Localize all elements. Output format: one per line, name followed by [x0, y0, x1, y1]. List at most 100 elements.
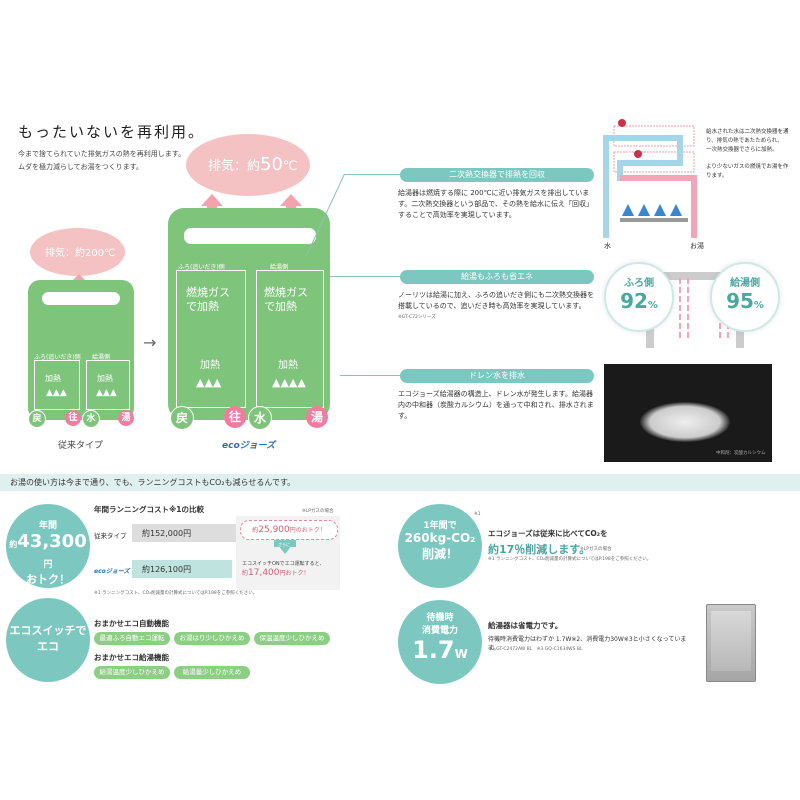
exhaust-prefix: 排気：約 — [208, 159, 261, 174]
bath-side-label-eco: ふろ(追いだき)側 — [178, 264, 225, 271]
savings-footnote: ※1 ランニングコスト、CO₂削減量の計算式についてはP.198をご参照ください… — [94, 591, 258, 596]
switch-suffix: 円おトク！ — [279, 570, 310, 577]
feature-2-title: 給湯もふろも省エネ — [400, 270, 594, 284]
page-title: もったいないを再利用。 — [18, 123, 206, 141]
auto-eco-title: おまかせエコ自動機能 — [94, 619, 169, 628]
bath-side-label: ふろ(追いだき)側 — [34, 354, 81, 361]
savings-circle-value-row: 約43,300円 — [6, 531, 90, 571]
bath-efficiency-value-row: 92% — [606, 289, 672, 313]
savings-circle-value: 43,300 — [17, 531, 87, 552]
flame-icon-left-2: ▲▲▲ — [96, 388, 117, 398]
gas-line-1a: 燃焼ガス — [186, 286, 230, 299]
go-badge-left: 往 — [65, 410, 81, 426]
power-circle-value: 1.7 — [412, 636, 455, 664]
calcium-carbonate-photo — [604, 364, 772, 462]
section-banner — [0, 474, 800, 491]
co2-headline: エコジョーズは従来に比べてCO₂を — [488, 529, 608, 538]
power-circle-line1: 待機時 — [426, 613, 454, 623]
eco-switch-line2: エコ — [37, 640, 59, 653]
water-heater-image — [706, 604, 756, 682]
co2-circle-mark: ※1 — [474, 512, 481, 517]
hot-badge-eco: 湯 — [306, 406, 328, 428]
switch-prefix: 約 — [242, 570, 249, 577]
hot-efficiency-value: 95 — [726, 289, 754, 313]
eco-logo-small: ecoジョーズ — [94, 568, 130, 575]
co2-footnote: ※1 ランニングコスト、CO₂削減量の計算式についてはP.198をご参照ください… — [488, 557, 652, 562]
unit-vent-eco — [184, 228, 316, 244]
connector-line-1 — [344, 174, 400, 175]
old-type-value: 約152,000円 — [142, 529, 192, 538]
pellet-pile — [640, 402, 730, 442]
down-arrow-text: さらに — [278, 542, 290, 547]
exhaust-label-right: 排気：約50℃ — [208, 154, 298, 175]
co2-circle-value: 260kg-CO₂ — [404, 531, 476, 545]
bath-box-eco — [176, 270, 246, 408]
bath-box-left — [34, 360, 80, 410]
hot-eco-item-2: 給湯量少しひかえめ — [174, 666, 250, 679]
connector-line-3 — [340, 375, 400, 376]
exchanger-note-3: より少ないガスの燃焼でお湯を作ります。 — [706, 164, 789, 179]
hot-eco-title: おまかせエコ給湯機能 — [94, 653, 169, 662]
feature-3-title: ドレン水を排水 — [400, 369, 594, 383]
bubble-value: 25,900 — [258, 525, 290, 535]
water-badge-left: 水 — [82, 410, 100, 428]
bath-efficiency-label: ふろ側 — [624, 278, 654, 289]
eco-switch-line1: エコスイッチで — [9, 624, 87, 637]
feature-1-title: 二次熱交換器で排熱を回収 — [400, 168, 594, 182]
unit-vent — [42, 292, 120, 305]
eco-switch-note: エコスイッチONでエコ運転すると、 — [242, 561, 325, 567]
water-badge-eco: 水 — [248, 406, 272, 430]
power-footnote: ※2 GT-C2472AW BL ※3 GQ-C1634WS BL — [488, 647, 583, 652]
gas-label-2: 燃焼ガス で加熱 — [264, 286, 308, 314]
eco-switch-circle: エコスイッチで エコ — [6, 598, 90, 682]
heater-panel — [711, 611, 751, 671]
power-circle-unit: W — [454, 647, 468, 661]
hot-efficiency-unit: % — [753, 300, 764, 311]
section-banner-text: お湯の使い方は今まで通り、でも、ランニングコストもCO₂も減らせるんです。 — [10, 478, 296, 487]
heat-label-eco-1: 加熱 — [200, 360, 220, 371]
eco-logo: ecoジョーズ — [222, 441, 276, 451]
exhaust-cloud-left — [30, 228, 125, 276]
auto-eco-item-2: お湯はり少しひかえめ — [174, 632, 250, 645]
co2-percent: 約17％削減します。 — [488, 543, 591, 556]
hot-efficiency-value-row: 95% — [712, 289, 778, 313]
co2-circle-line3: 削減！ — [421, 547, 458, 561]
hot-badge-left: 湯 — [118, 410, 134, 426]
auto-eco-item-3: 保温温度少しひかえめ — [254, 632, 330, 645]
savings-circle-bottom: おトク！ — [26, 573, 70, 586]
feature-3-body: エコジョーズ給湯器の構造上、ドレン水が発生します。給湯器内の中和器（炭酸カルシウ… — [398, 390, 594, 420]
conventional-caption: 従来タイプ — [58, 441, 104, 451]
return-badge-eco: 戻 — [170, 406, 194, 430]
savings-circle-prefix: 約 — [9, 540, 18, 549]
co2-circle-line1: 1年間で — [423, 521, 457, 531]
gas-line-1b: で加熱 — [186, 300, 219, 313]
go-badge-eco: 往 — [224, 406, 246, 428]
return-badge-left: 戻 — [28, 410, 46, 428]
auto-eco-item-1: 最適ふろ自動エコ運転 — [94, 632, 170, 645]
exchanger-water-label: 水 — [604, 242, 611, 250]
power-circle-line2: 消費電力 — [421, 626, 458, 636]
eco-switch-savings: 約17,400円おトク！ — [242, 568, 310, 578]
intro-text: 今まで捨てられていた排気ガスの熱を再利用します。 ムダを極力減らしてお湯をつくり… — [18, 148, 208, 174]
exhaust-label-left: 排気：約200℃ — [45, 248, 116, 259]
hot-eco-item-1: 給湯温度少しひかえめ — [94, 666, 170, 679]
hot-efficiency-circle: 給湯側 95% — [710, 262, 780, 332]
bath-efficiency-unit: % — [647, 300, 658, 311]
bath-efficiency-circle: ふろ側 92% — [604, 262, 674, 332]
intro-line-1: 今まで捨てられていた排気ガスの熱を再利用します。 — [18, 150, 186, 158]
cost-chart-lp-note: ※LPガスの場合 — [302, 509, 334, 514]
savings-bubble: 約25,900円のおトク！ — [240, 520, 338, 540]
feature-2-body: ノーリツは給湯に加え、ふろの追いだき側にも二次熱交換器を搭載しているので、追いだ… — [398, 291, 594, 310]
exhaust-cloud-right — [186, 134, 310, 196]
flame-icon-left-1: ▲▲▲ — [46, 388, 67, 398]
standby-power-circle: 待機時 消費電力 1.7W — [398, 600, 482, 684]
intro-line-2: ムダを極力減らしてお湯をつくります。 — [18, 163, 143, 171]
old-type-bar — [132, 524, 236, 542]
gas-line-2b: で加熱 — [264, 300, 297, 313]
hot-box-eco — [256, 270, 324, 408]
exhaust-unit: ℃ — [282, 159, 298, 174]
eco-type-bar — [132, 560, 232, 578]
power-body: 待機時消費電力はわずか 1.7W※2、消費電力30W※3と小さくなっています。 — [488, 636, 687, 652]
exchanger-note-2: 一次熱交換器でさらに加熱。 — [706, 147, 778, 153]
exhaust-value: 50 — [260, 154, 283, 175]
